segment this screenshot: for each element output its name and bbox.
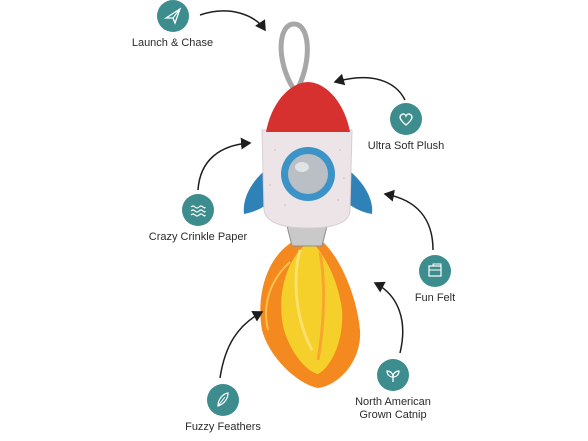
paper-plane-icon (156, 0, 189, 32)
feather-flame (260, 238, 361, 388)
rocket-nose-cone (266, 82, 350, 132)
feather-icon (207, 384, 239, 416)
feature-fuzzy-feathers: Fuzzy Feathers (178, 384, 268, 434)
feature-fun-felt: Fun Felt (405, 255, 465, 305)
feature-crazy-crinkle-paper: Crazy Crinkle Paper (143, 194, 253, 244)
arrow-catnip (373, 281, 404, 354)
feature-label: Fuzzy Feathers (185, 421, 261, 433)
feature-catnip: North American Grown Catnip (338, 359, 448, 422)
arrow-plush (333, 73, 406, 101)
feature-label: Crazy Crinkle Paper (148, 231, 248, 243)
leaf-sprout-icon (377, 359, 409, 391)
body-texture (269, 149, 345, 206)
waves-icon (182, 194, 214, 226)
felt-sheets-icon (419, 255, 451, 287)
feature-label: Launch & Chase (131, 37, 214, 49)
arrow-feathers (219, 311, 264, 379)
feature-label-line1: North American (355, 396, 431, 408)
feature-label: Ultra Soft Plush (367, 140, 445, 152)
feature-launch-chase: Launch & Chase (130, 0, 215, 50)
arrow-crinkle (197, 137, 252, 191)
heart-icon (390, 103, 422, 135)
hanging-loop (278, 21, 310, 90)
arrow-felt (383, 189, 434, 251)
feature-label-line2: Grown Catnip (359, 409, 427, 421)
feature-ultra-soft-plush: Ultra Soft Plush (356, 103, 456, 153)
feature-label: Fun Felt (414, 292, 456, 304)
feature-label: North American Grown Catnip (338, 396, 448, 422)
window-glass (288, 154, 328, 194)
arrow-launch (199, 10, 266, 32)
